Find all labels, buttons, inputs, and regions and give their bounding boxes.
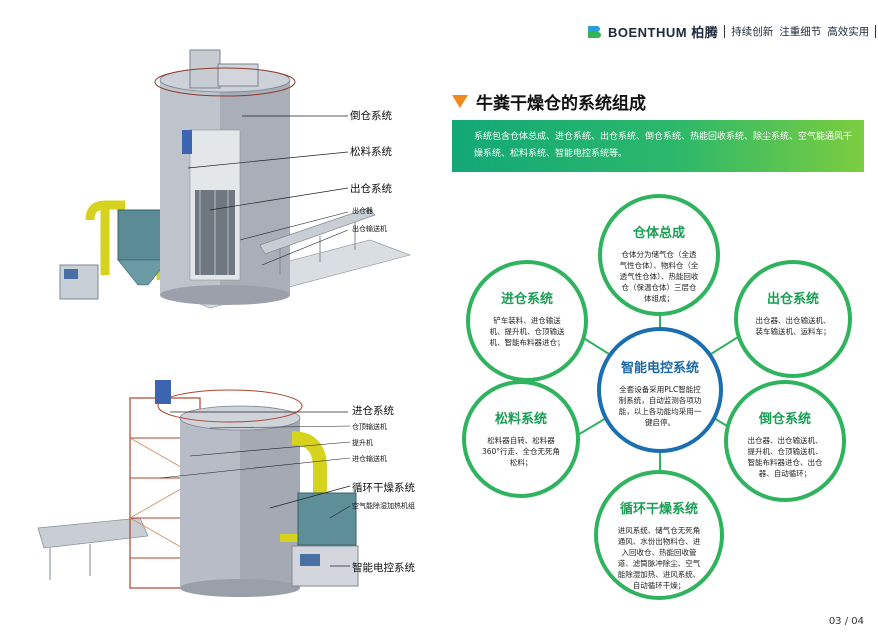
brand-logo-icon xyxy=(588,25,601,38)
label-song-liao: 松料系统 xyxy=(350,146,392,158)
system-diagram: 仓体总成 仓体分为储气仓（全透气性仓体）、物料仓（全透气性仓体）、热能回收仓（保… xyxy=(452,180,872,600)
label-jin-cang: 进仓系统 xyxy=(352,405,394,417)
brand-name: BOENTHUM 柏腾 xyxy=(608,25,719,40)
divider xyxy=(875,25,877,38)
slogan-2: 注重细节 xyxy=(779,26,822,38)
node-desc: 进风系统、储气仓无死角通风、水份出物料仓、进入回收仓、热能回收管道、滤筒脉冲除尘… xyxy=(617,526,701,590)
label-ti-sheng: 提升机 xyxy=(352,439,373,447)
page-number: 03 / 04 xyxy=(828,616,864,627)
label-dao-cang: 倒仓系统 xyxy=(350,110,392,122)
node-desc: 全套设备采用PLC智能控制系统，自动监测各项功能，以上各功能均采用一键启停。 xyxy=(618,385,702,427)
node-title: 倒仓系统 xyxy=(758,412,811,427)
label-chu-cang: 出仓系统 xyxy=(350,183,392,195)
node-desc: 出仓器、出仓输送机、装车输送机、运料车； xyxy=(755,316,831,336)
node-desc: 仓体分为储气仓（全透气性仓体）、物料仓（全透气性仓体）、热能回收仓（保温仓体）三… xyxy=(619,250,699,303)
node-dao-cang: 倒仓系统 出仓器、出仓输送机、提升机、仓顶输送机、智能布料器进仓、出仓器、自动循… xyxy=(724,380,846,502)
node-title: 松料系统 xyxy=(494,412,547,427)
intro-banner: 系统包含仓体总成、进仓系统、出仓系统、倒仓系统、热能回收系统、除尘系统、空气能通… xyxy=(452,120,864,172)
slogan-1: 持续创新 xyxy=(731,26,774,38)
node-title: 出仓系统 xyxy=(766,292,819,307)
node-title: 进仓系统 xyxy=(500,292,553,307)
triangle-bullet-icon xyxy=(452,95,468,108)
node-cang-ti: 仓体总成 仓体分为储气仓（全透气性仓体）、物料仓（全透气性仓体）、热能回收仓（保… xyxy=(598,194,720,316)
divider xyxy=(724,25,726,38)
label-cang-ding: 仓顶输送机 xyxy=(352,423,387,431)
node-dian-kong-center: 智能电控系统 全套设备采用PLC智能控制系统，自动监测各项功能，以上各功能均采用… xyxy=(597,327,723,453)
section-title: 牛粪干燥仓的系统组成 xyxy=(452,89,646,114)
dryer-illustration-bottom xyxy=(37,380,359,597)
node-desc: 铲车装料、进仓输送机、提升机、仓顶输送机、智能布料器进仓； xyxy=(489,316,565,347)
node-title: 循环干燥系统 xyxy=(619,502,698,517)
label-dian-kong: 智能电控系统 xyxy=(352,562,415,574)
label-chu-cang-qi: 出仓器 xyxy=(352,207,373,215)
label-xun-huan: 循环干燥系统 xyxy=(352,482,415,494)
node-chu-cang: 出仓系统 出仓器、出仓输送机、装车输送机、运料车； xyxy=(734,260,852,378)
node-desc: 出仓器、出仓输送机、提升机、仓顶输送机、智能布料器进仓、出仓器、自动循环； xyxy=(747,436,823,478)
brand-header: BOENTHUM 柏腾 持续创新 注重细节 高效实用 xyxy=(586,22,877,41)
label-kong-qi-neng: 空气能除湿加热机组 xyxy=(352,502,415,510)
dryer-illustration-top xyxy=(59,49,411,309)
node-song-liao: 松料系统 松料器自转、松料器360°行走、全仓无死角松料； xyxy=(462,380,580,498)
node-title: 仓体总成 xyxy=(632,226,685,241)
label-chu-cang-conveyor: 出仓输送机 xyxy=(352,225,387,233)
slogan-3: 高效实用 xyxy=(827,26,870,38)
node-xun-huan: 循环干燥系统 进风系统、储气仓无死角通风、水份出物料仓、进入回收仓、热能回收管道… xyxy=(594,470,724,600)
node-desc: 松料器自转、松料器360°行走、全仓无死角松料； xyxy=(481,436,561,467)
page-title: 牛粪干燥仓的系统组成 xyxy=(476,94,646,114)
label-jin-cang-conveyor: 进仓输送机 xyxy=(352,455,387,463)
node-title: 智能电控系统 xyxy=(620,361,699,376)
node-jin-cang: 进仓系统 铲车装料、进仓输送机、提升机、仓顶输送机、智能布料器进仓； xyxy=(466,260,588,382)
